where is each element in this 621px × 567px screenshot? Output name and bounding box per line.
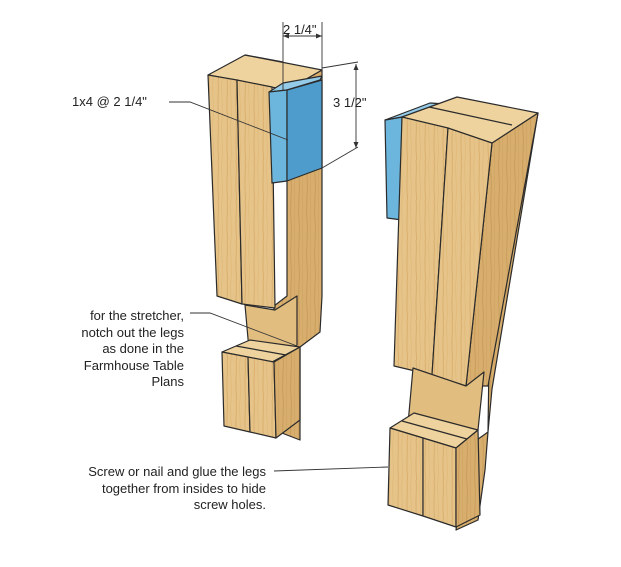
glue-callout-line [273,466,389,472]
right-leg [384,96,539,531]
left-leg-front-board-a [207,74,243,305]
stretcher-callout-line [190,312,298,347]
glue-note: Screw or nail and glue the legs together… [30,464,266,514]
stretcher-note-line-5: Plans [151,374,184,389]
glue-note-line-3: screw holes. [193,497,266,512]
left-leg-front-board-b [236,79,276,309]
right-leg-foot-side [455,429,481,528]
stretcher-note-line-3: as done in the [102,341,184,356]
dimension-height [321,61,359,169]
dimension-height-label: 3 1/2" [333,95,367,110]
left-leg-foot-side [273,346,301,439]
left-leg-foot-front-b [247,356,277,439]
dimension-width [282,22,323,90]
stretcher-note: for the stretcher, notch out the legs as… [40,308,184,391]
left-spacer-block-side [286,79,323,182]
left-spacer-block [268,75,323,184]
left-leg-foot-front-a [221,351,251,433]
stretcher-note-line-4: Farmhouse Table [83,357,184,373]
stretcher-note-line-1: for the stretcher, [90,308,184,323]
block-callout-line [169,101,289,141]
glue-note-line-1: Screw or nail and glue the legs [88,464,266,479]
right-leg-foot-front-b [422,437,457,528]
stretcher-note-line-2: notch out the legs [81,324,184,340]
glue-note-line-2: together from insides to hide [101,480,266,496]
left-leg [207,54,323,441]
dimension-width-label: 2 1/4" [283,22,317,37]
block-label: 1x4 @ 2 1/4" [72,94,147,109]
right-leg-foot-front-a [387,427,424,517]
